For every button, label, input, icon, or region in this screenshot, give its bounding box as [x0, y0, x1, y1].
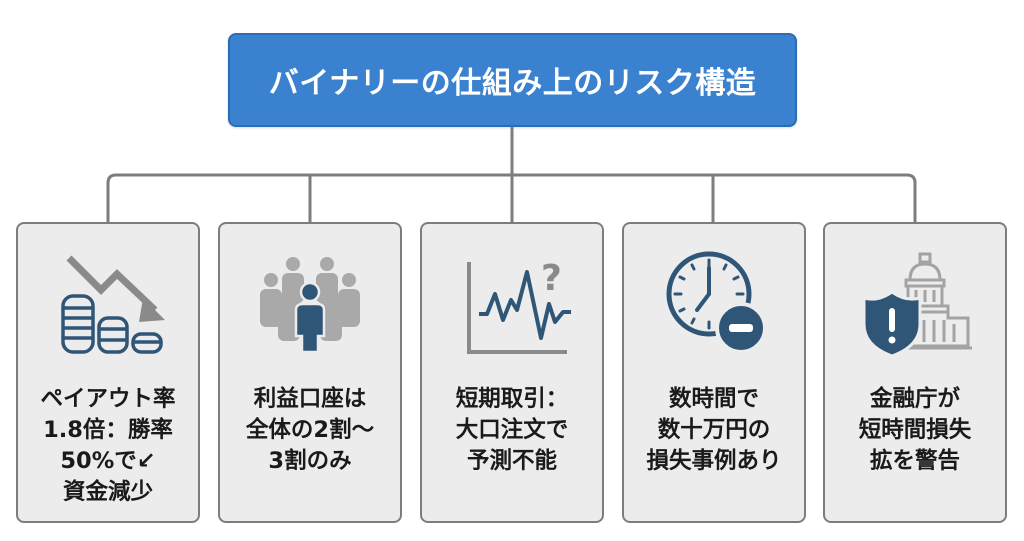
card-label: 金融庁が 短時間損失 拡を警告 [858, 386, 972, 474]
crowd-single-person-icon [220, 248, 400, 368]
risk-card-loss-cases: 数時間で 数十万円の 損失事例あり [622, 222, 806, 523]
card-label: 数時間で 数十万円の 損失事例あり [646, 386, 782, 474]
declining-coins-icon [18, 248, 198, 368]
root-node: バイナリーの仕組み上のリスク構造 [228, 33, 797, 127]
svg-text:?: ? [541, 258, 562, 299]
card-label: ペイアウト率 1.8倍：勝率 50%で↙ 資金減少 [40, 386, 176, 505]
card-label: 短期取引： 大口注文で 予測不能 [455, 386, 569, 474]
diagram-title: バイナリーの仕組み上のリスク構造 [268, 66, 757, 101]
volatile-chart-question-icon: ? [422, 248, 602, 368]
risk-card-payout: ペイアウト率 1.8倍：勝率 50%で↙ 資金減少 [16, 222, 200, 523]
risk-card-profit-accounts: 利益口座は 全体の2割～ 3割のみ [218, 222, 402, 523]
clock-minus-icon [624, 248, 804, 368]
branch-bar [106, 173, 917, 222]
card-label: 利益口座は 全体の2割～ 3割のみ [245, 386, 375, 474]
risk-card-short-term: ? 短期取引： 大口注文で 予測不能 [420, 222, 604, 523]
shield-government-building-icon [825, 248, 1005, 368]
risk-card-fsa-warning: 金融庁が 短時間損失 拡を警告 [823, 222, 1007, 523]
